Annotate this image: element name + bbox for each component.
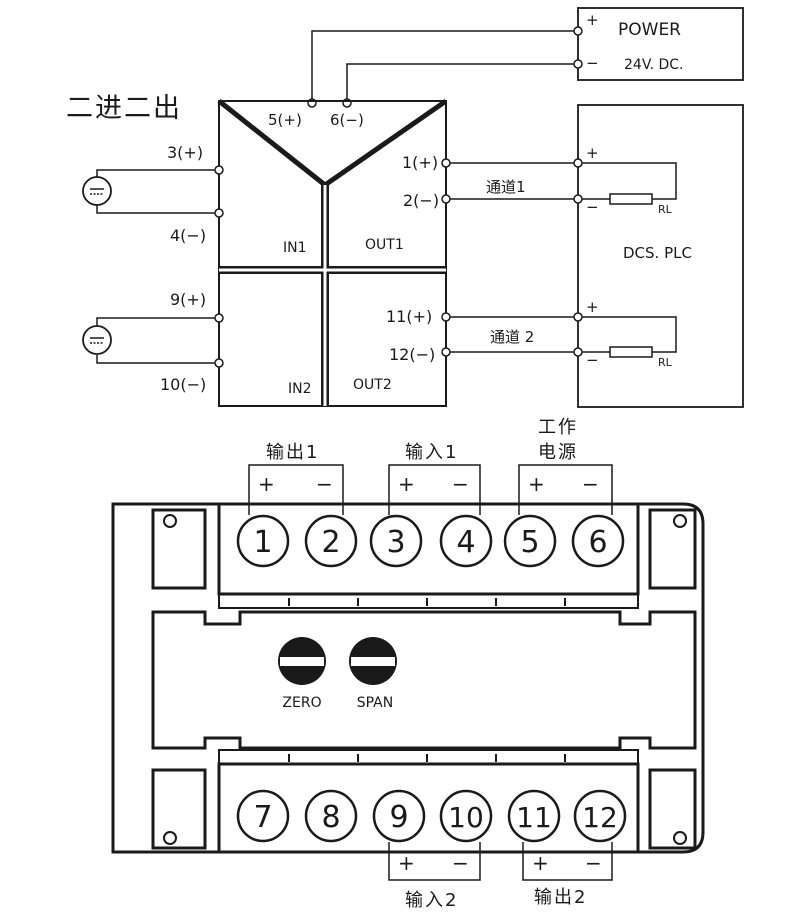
svg-text:6: 6 — [588, 525, 607, 560]
top-terminal-6: 6 — [571, 514, 625, 568]
terminal-6-label: 6(−) — [330, 111, 364, 129]
top-terminal-2: 2 — [304, 514, 358, 568]
terminal-11-label: 11(+) — [386, 307, 432, 326]
svg-text:11: 11 — [516, 801, 552, 834]
channel2-label: 通道 2 — [490, 328, 534, 346]
dcs-ch1-plus: + — [586, 144, 599, 162]
dcs-ch2-minus: − — [586, 351, 599, 369]
group-input1-minus: − — [452, 472, 469, 496]
svg-text:4: 4 — [456, 525, 475, 560]
module-body — [111, 502, 705, 854]
top-terminal-4: 4 — [439, 514, 493, 568]
section-out1: OUT1 — [365, 237, 404, 253]
rl2-label: RL — [658, 356, 673, 369]
section-in1: IN1 — [283, 240, 307, 256]
input2-sensor-icon — [82, 325, 112, 355]
bottom-terminal-12: 12 — [573, 789, 627, 843]
rl1-label: RL — [658, 203, 673, 216]
power-box: + − POWER 24V. DC. — [577, 7, 744, 81]
svg-text:12: 12 — [582, 801, 618, 834]
span-label: SPAN — [357, 695, 393, 711]
dcs-plc-box — [577, 104, 744, 408]
span-adjust-screw[interactable] — [349, 637, 397, 685]
svg-text:7: 7 — [253, 800, 272, 835]
group-input2-minus: − — [452, 851, 469, 875]
svg-text:10: 10 — [448, 801, 484, 834]
svg-text:5: 5 — [520, 525, 539, 560]
group-output1-label: 输出1 — [266, 442, 319, 463]
bottom-group-brackets — [388, 842, 613, 881]
svg-text:9: 9 — [389, 800, 408, 835]
power-terminal-plus-node — [573, 26, 583, 36]
group-power-label-line1: 工作 — [538, 417, 578, 438]
channel1-label: 通道1 — [486, 178, 526, 196]
terminal-12-label: 12(−) — [389, 345, 435, 364]
top-group-brackets — [248, 464, 613, 515]
group-output2-plus: + — [532, 851, 549, 875]
terminal-1-label: 1(+) — [402, 153, 438, 172]
svg-text:3: 3 — [386, 525, 405, 560]
svg-text:2: 2 — [321, 525, 340, 560]
power-minus-sign: − — [586, 54, 599, 72]
group-power-plus: + — [528, 472, 545, 496]
group-input1-plus: + — [398, 472, 415, 496]
power-plus-sign: + — [586, 11, 599, 29]
terminal-4-label: 4(−) — [170, 226, 206, 245]
svg-text:8: 8 — [321, 800, 340, 835]
group-output2-minus: − — [585, 851, 602, 875]
power-wires — [307, 26, 583, 108]
group-output1-plus: + — [258, 472, 275, 496]
bottom-terminal-10: 10 — [439, 789, 493, 843]
terminal-2-label: 2(−) — [403, 191, 439, 210]
terminal-9-label: 9(+) — [170, 290, 206, 309]
input2-wiring — [96, 313, 224, 368]
isolator-block — [217, 98, 448, 407]
group-input2-label: 输入2 — [405, 890, 458, 911]
terminal-10-label: 10(−) — [160, 375, 206, 394]
bottom-terminal-9: 9 — [372, 789, 426, 843]
group-power-label-line2: 电源 — [538, 442, 578, 463]
diagram-title: 二进二出 — [66, 93, 182, 124]
group-output1-minus: − — [316, 472, 333, 496]
zero-adjust-screw[interactable] — [278, 637, 326, 685]
group-input1-label: 输入1 — [405, 442, 458, 463]
bottom-terminal-8: 8 — [304, 789, 358, 843]
channel1-wiring — [441, 158, 677, 205]
top-terminal-3: 3 — [369, 514, 423, 568]
zero-label: ZERO — [282, 695, 321, 711]
power-voltage: 24V. DC. — [624, 57, 684, 73]
section-out2: OUT2 — [353, 377, 392, 393]
terminal-5-label: 5(+) — [268, 111, 302, 129]
bottom-terminal-11: 11 — [507, 789, 561, 843]
group-output2-label: 输出2 — [534, 887, 587, 908]
section-in2: IN2 — [288, 381, 312, 397]
group-input2-plus: + — [398, 851, 415, 875]
power-terminal-minus-node — [573, 59, 583, 69]
dcs-ch2-plus: + — [586, 298, 599, 316]
top-terminal-5: 5 — [503, 514, 557, 568]
top-terminal-1: 1 — [236, 514, 290, 568]
bottom-terminal-7: 7 — [236, 789, 290, 843]
input1-wiring — [96, 165, 224, 218]
group-power-minus: − — [582, 472, 599, 496]
input1-sensor-icon — [82, 176, 112, 206]
power-label: POWER — [618, 20, 681, 40]
channel2-wiring — [441, 312, 677, 358]
dcs-plc-label: DCS. PLC — [623, 244, 692, 262]
terminal-3-label: 3(+) — [167, 143, 203, 162]
dcs-ch1-minus: − — [586, 198, 599, 216]
svg-text:1: 1 — [253, 525, 272, 560]
